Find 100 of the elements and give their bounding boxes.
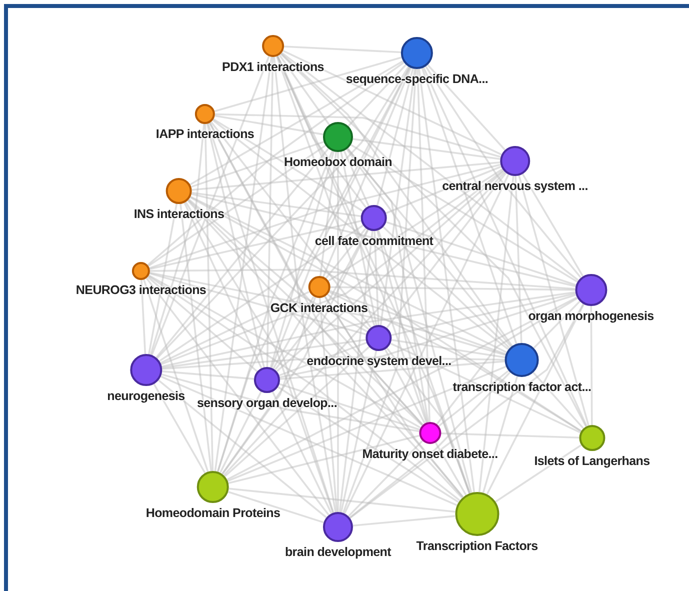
network-edge (280, 294, 576, 378)
network-edge (273, 56, 336, 512)
network-edge (279, 383, 420, 430)
network-edge (342, 68, 417, 514)
network-edge (386, 172, 507, 328)
network-edge (150, 220, 362, 270)
node-label: IAPP interactions (156, 127, 254, 141)
network-edge (147, 62, 405, 266)
network-edge (210, 121, 372, 328)
network-edge (187, 200, 463, 498)
network-edge (216, 150, 334, 472)
network-edge (162, 338, 366, 369)
network-edge (278, 54, 330, 126)
network-edge (343, 150, 370, 206)
network-edge (153, 383, 206, 474)
network-edge (150, 268, 576, 290)
network-edge (425, 66, 582, 278)
network-edge (161, 291, 576, 368)
node-label: transcription factor act... (452, 380, 592, 394)
network-edge (434, 442, 467, 496)
network-edge (340, 152, 378, 326)
network-edge (191, 140, 324, 188)
network-edge (223, 171, 506, 476)
network-edge (274, 228, 369, 370)
network-edge (212, 119, 510, 350)
network-edge (206, 124, 265, 368)
network-edge (184, 202, 262, 369)
node-label: cell fate commitment (314, 234, 434, 248)
network-edge (422, 67, 588, 427)
network-edge (348, 64, 407, 127)
network-edge (330, 286, 576, 291)
network-edge (376, 68, 414, 206)
network-edge (214, 114, 324, 136)
network-edge (440, 432, 580, 438)
network-edge (352, 515, 456, 526)
network-edge (590, 306, 593, 425)
network-edge (162, 356, 506, 370)
node-label: Islets of Langerhans (534, 454, 650, 468)
network-edge (228, 491, 324, 524)
network-edge (338, 230, 374, 512)
network-edge (278, 342, 368, 376)
network-edge (514, 176, 522, 344)
network-edge (281, 52, 579, 281)
network-edge (227, 366, 507, 482)
network-edge (494, 444, 582, 503)
network-edge (418, 68, 476, 492)
node-label: PDX1 interactions (222, 60, 324, 74)
network-edge (150, 272, 506, 356)
network-edge (149, 164, 501, 269)
network-edge (272, 391, 332, 514)
network-edge (158, 224, 364, 362)
network-edge (352, 138, 500, 160)
network-edge (214, 113, 501, 158)
network-edge (270, 66, 411, 368)
node-label: Maturity onset diabete... (362, 447, 498, 461)
network-edge (162, 370, 254, 380)
network-edge (329, 290, 506, 356)
network-edge (533, 300, 580, 349)
network-edge (324, 296, 464, 498)
network-edge (478, 176, 514, 492)
node-label: sequence-specific DNA... (346, 72, 488, 86)
network-edge (219, 391, 262, 474)
network-edge (156, 66, 410, 359)
network-edge (427, 64, 506, 150)
network-edge (276, 56, 376, 326)
network-edge (140, 280, 146, 354)
network-edge (150, 124, 205, 355)
network-edge (147, 276, 258, 372)
network-edge (276, 56, 428, 423)
network-edge (216, 66, 410, 472)
network-edge (180, 204, 212, 472)
node-label: Transcription Factors (416, 539, 538, 553)
network-edge (350, 144, 578, 282)
network-edge (160, 170, 504, 366)
network-edge (377, 230, 471, 494)
network-edge (161, 373, 420, 432)
network-edge (282, 50, 502, 156)
network-edge (148, 204, 178, 354)
network-edge (160, 290, 310, 364)
network-edge (228, 434, 420, 484)
network-edge (272, 296, 314, 370)
network-edge (382, 226, 510, 349)
network-edge (376, 230, 428, 423)
network-edge (349, 304, 584, 519)
network-edge (188, 198, 368, 333)
network-edge (328, 168, 503, 282)
network-edge (222, 229, 369, 474)
network-edge (204, 124, 214, 472)
network-edge (188, 199, 423, 426)
node-label: sensory organ develop... (196, 396, 338, 410)
network-edge (421, 68, 518, 344)
network-edge (348, 440, 423, 517)
node-label: organ morphogenesis (528, 309, 654, 323)
network-edge (518, 175, 590, 426)
network-edge (346, 148, 472, 493)
network-edge (380, 68, 416, 326)
network-edge (486, 304, 585, 495)
network-edge (386, 348, 470, 494)
network-edge (391, 292, 576, 336)
network-edge (224, 346, 370, 477)
